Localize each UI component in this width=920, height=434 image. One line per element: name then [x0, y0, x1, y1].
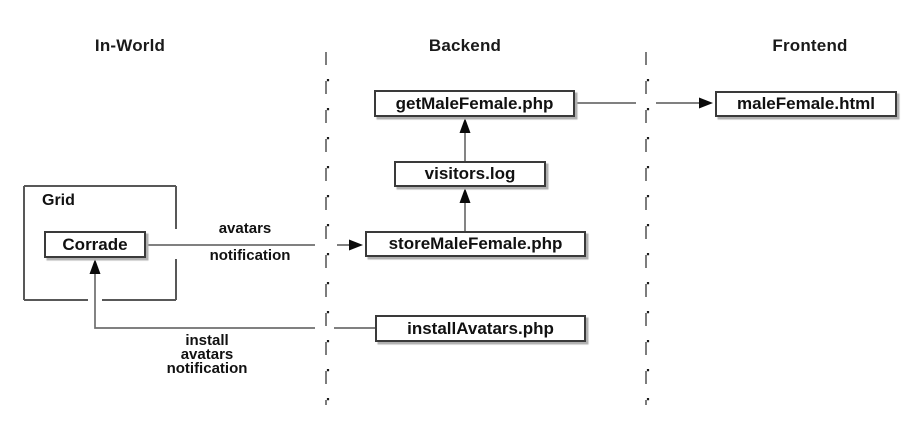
node-malefemale-html: maleFemale.html: [715, 91, 897, 117]
node-corrade: Corrade: [44, 231, 146, 258]
node-getmalefemale-php: getMaleFemale.php: [374, 90, 575, 117]
column-header-backend: Backend: [428, 36, 502, 55]
arrowhead-visitors: [459, 188, 471, 203]
arrowhead-malefemale-html: [699, 97, 713, 109]
edge-label-avatars: avatars: [218, 220, 272, 237]
node-storemalefemale-php: storeMaleFemale.php: [365, 231, 586, 257]
edge-label-notification: notification: [209, 247, 291, 264]
node-installavatars-php: installAvatars.php: [375, 315, 586, 342]
grid-box-label: Grid: [42, 192, 75, 209]
edge-label-install-line1: install: [185, 332, 229, 349]
node-visitors-log: visitors.log: [394, 161, 546, 187]
arrowhead-getmalefemale: [459, 118, 471, 133]
column-header-in-world: In-World: [94, 36, 166, 55]
arrowhead-store: [349, 239, 363, 251]
edge-install-corrade: [94, 274, 375, 329]
grid-box-outline: [23, 185, 177, 301]
edge-label-install-avatars-notification: install avatars notification: [147, 332, 267, 377]
edge-label-install-line3: notification: [166, 360, 248, 377]
arrowhead-corrade: [89, 259, 101, 274]
edge-label-install-line2: avatars: [180, 346, 234, 363]
column-header-frontend: Frontend: [772, 36, 848, 55]
